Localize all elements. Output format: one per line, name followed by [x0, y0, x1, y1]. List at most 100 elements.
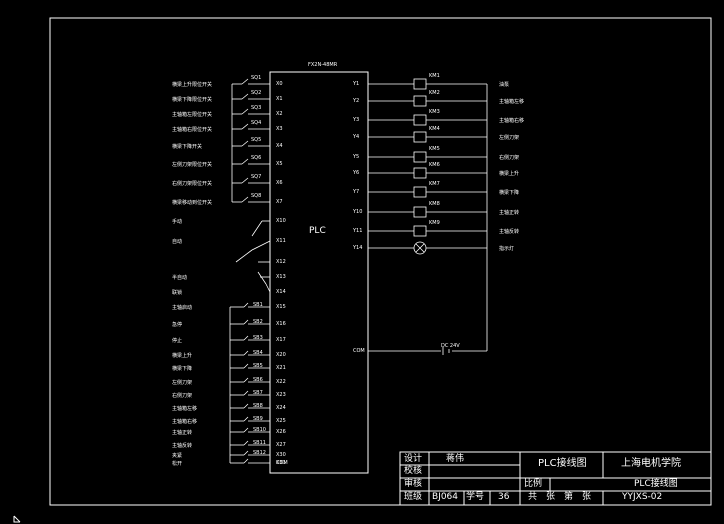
plc-output-y10: Y10: [353, 209, 363, 215]
input-label-0: 横梁上升限位开关: [172, 82, 213, 88]
input-label-19: 右侧刀架: [172, 393, 193, 399]
scale-label: 比例: [524, 479, 543, 489]
plc-input-x27: X27: [276, 442, 286, 448]
plc-input-x7: X7: [276, 199, 283, 205]
plc-output-y1: Y1: [353, 81, 360, 87]
plc-box: [269, 71, 369, 474]
input-label-7: 横梁移动到位开关: [172, 200, 213, 206]
input-label-20: 主轴箱左移: [172, 406, 198, 412]
output-label-2: 主轴箱右移: [499, 118, 525, 124]
wire: [251, 220, 263, 237]
plc-label: PLC: [309, 226, 326, 236]
plc-input-x17: X17: [276, 337, 286, 343]
output-label-1: 主轴箱左移: [499, 99, 525, 105]
input-label-22: 主轴正转: [172, 430, 193, 436]
plc-input-x23: X23: [276, 392, 286, 398]
coil-label-6: KM7: [429, 181, 440, 187]
button-contact: [243, 363, 249, 369]
coil-label-8: KM9: [429, 220, 440, 226]
plc-input-x25: X25: [276, 418, 286, 424]
output-label-8: 主轴反转: [499, 229, 520, 235]
switch-label-4: SQ5: [251, 137, 262, 143]
plc-output-y14: Y14: [353, 245, 363, 251]
class-value: BJ064: [432, 492, 459, 502]
plc-input-x1: X1: [276, 96, 283, 102]
student-label: 学号: [466, 492, 485, 502]
input-label-16: 横梁上升: [172, 353, 193, 359]
button-label-10: SB11: [253, 440, 266, 446]
input-wiring: [229, 78, 271, 464]
plc-input-x16: X16: [276, 321, 286, 327]
student-value: 36: [498, 492, 510, 502]
button-label-2: SB3: [253, 335, 263, 341]
plc-input-x6: X6: [276, 180, 283, 186]
title-block: [399, 451, 712, 506]
coil-label-7: KM8: [429, 201, 440, 207]
button-label-5: SB6: [253, 377, 263, 383]
selector-contact: [235, 249, 253, 263]
switch-contact: [241, 158, 249, 165]
button-label-9: SB10: [253, 427, 266, 433]
input-label-1: 横梁下降限位开关: [172, 97, 213, 103]
button-label-8: SB9: [253, 416, 263, 422]
switch-contact: [241, 196, 249, 203]
plc-input-x30: X30: [276, 452, 286, 458]
check-label: 校核: [404, 466, 423, 476]
input-label-6: 右侧刀架限位开关: [172, 181, 213, 187]
plc-input-x0: X0: [276, 81, 283, 87]
button-contact: [243, 450, 249, 456]
output-label-7: 主轴正转: [499, 210, 520, 216]
plc-output-y4: Y4: [353, 134, 360, 140]
drawing-name: PLC接线图: [634, 479, 678, 489]
plc-input-x21: X21: [276, 365, 286, 371]
switch-label-5: SQ6: [251, 155, 262, 161]
input-label-8: 手动: [172, 219, 183, 225]
button-label-4: SB5: [253, 363, 263, 369]
plc-input-x12: X12: [276, 259, 286, 265]
button-contact: [243, 350, 249, 356]
button-contact: [243, 427, 249, 433]
button-label-1: SB2: [253, 319, 263, 325]
input-label-15: 停止: [172, 338, 183, 344]
plc-input-x2: X2: [276, 111, 283, 117]
coil-label-0: KM1: [429, 73, 440, 79]
plc-input-x15: X15: [276, 304, 286, 310]
input-label-2: 主轴箱左限位开关: [172, 112, 213, 118]
coil-label-3: KM4: [429, 126, 440, 132]
plc-output-y7: Y7: [353, 189, 360, 195]
review-label: 审核: [404, 479, 423, 489]
button-contact: [243, 335, 249, 341]
wire: [257, 271, 267, 285]
plc-input-x3: X3: [276, 126, 283, 132]
switch-contact: [241, 93, 249, 100]
button-contact: [243, 319, 249, 325]
supply-label: DC 24V: [441, 343, 460, 349]
designer-name: 蒋伟: [446, 454, 465, 464]
button-label-6: SB7: [253, 390, 263, 396]
input-label-17: 横梁下降: [172, 366, 193, 372]
sheet-count: 共 张 第 张: [528, 492, 592, 502]
switch-contact: [241, 140, 249, 147]
output-label-0: 油泵: [499, 82, 510, 88]
input-label-3: 主轴箱右限位开关: [172, 127, 213, 133]
output-label-3: 左侧刀架: [499, 135, 520, 141]
switch-contact: [241, 78, 249, 85]
output-label-4: 右侧刀架: [499, 155, 520, 161]
coil-label-2: KM3: [429, 109, 440, 115]
input-label-12: 联锁: [172, 290, 183, 296]
ucs-icon: [13, 515, 21, 523]
output-label-5: 横梁上升: [499, 171, 520, 177]
button-contact: [243, 377, 249, 383]
switch-label-0: SQ1: [251, 75, 262, 81]
plc-input-x24: X24: [276, 405, 286, 411]
switch-contact: [241, 123, 249, 130]
button-label-11: SB12: [253, 450, 266, 456]
input-label-24: 夹紧: [172, 453, 183, 459]
plc-output-y5: Y5: [353, 154, 360, 160]
plc-input-x22: X22: [276, 379, 286, 385]
plc-input-x13: X13: [276, 274, 286, 280]
plc-input-x4: X4: [276, 143, 283, 149]
input-label-4: 横梁下降开关: [172, 144, 203, 150]
input-label-13: 主轴启动: [172, 305, 193, 311]
